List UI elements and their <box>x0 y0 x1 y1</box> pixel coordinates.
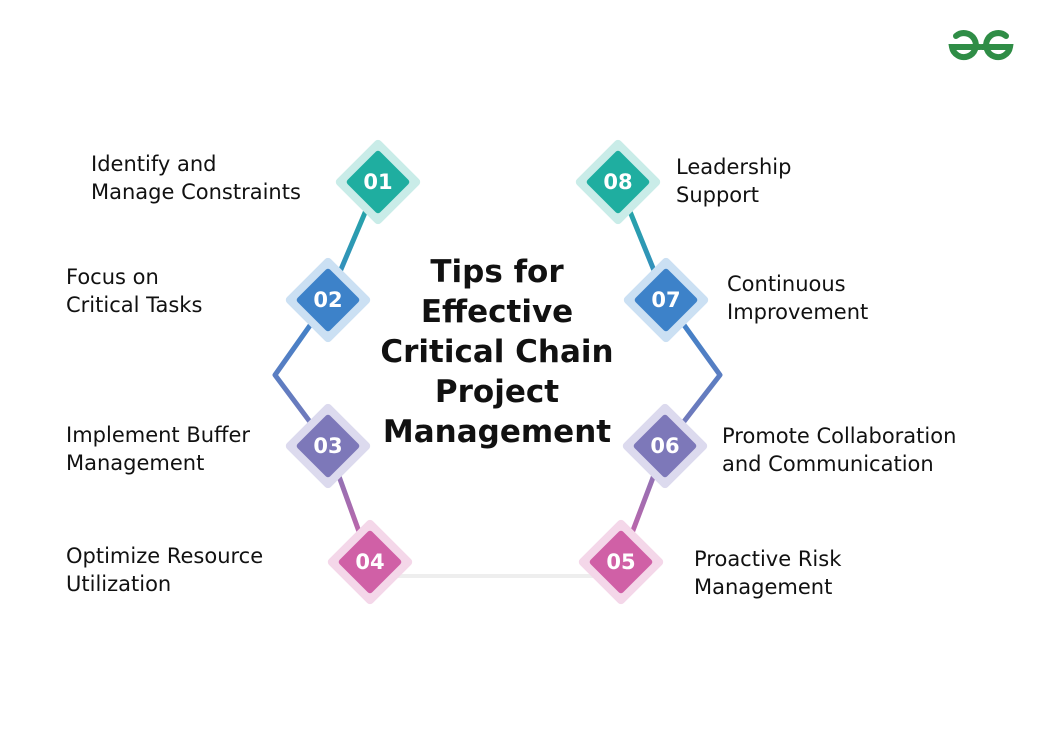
step-label-04: Optimize Resource Utilization <box>66 542 263 598</box>
step-label-line: Management <box>694 575 833 599</box>
right-connector <box>615 179 723 565</box>
step-node-04: 04 <box>320 512 420 612</box>
step-number: 06 <box>650 434 680 458</box>
title-line: Project <box>434 374 560 410</box>
step-label-07: Continuous Improvement <box>727 270 868 326</box>
step-label-line: Improvement <box>727 300 869 324</box>
step-label-line: Focus on <box>66 265 159 289</box>
step-number: 03 <box>313 434 343 458</box>
gfg-logo-icon <box>948 30 1014 61</box>
step-label-line: Leadership <box>676 155 792 179</box>
step-label-line: Identify and <box>91 152 217 176</box>
title-line: Tips for <box>430 254 564 290</box>
step-label-line: Utilization <box>66 572 172 596</box>
diagram-title: Tips for Effective Critical Chain Projec… <box>352 252 642 452</box>
step-label-line: Manage Constraints <box>91 180 301 204</box>
title-line: Management <box>382 414 612 450</box>
step-label-03: Implement Buffer Management <box>66 421 250 477</box>
step-node-05: 05 <box>571 512 671 612</box>
step-number: 05 <box>606 550 636 574</box>
title-line: Critical Chain <box>380 334 614 370</box>
step-label-06: Promote Collaboration and Communication <box>722 422 956 478</box>
step-label-line: Optimize Resource <box>66 544 264 568</box>
step-number: 01 <box>363 170 393 194</box>
step-label-line: Proactive Risk <box>694 547 842 571</box>
title-line: Effective <box>420 294 574 330</box>
step-number: 07 <box>651 288 681 312</box>
step-label-01: Identify and Manage Constraints <box>91 150 301 206</box>
step-label-08: Leadership Support <box>676 153 791 209</box>
step-label-02: Focus on Critical Tasks <box>66 263 202 319</box>
left-connector <box>272 179 381 565</box>
step-label-line: Management <box>66 451 205 475</box>
step-number: 08 <box>603 170 633 194</box>
step-label-line: Critical Tasks <box>66 293 203 317</box>
step-number: 04 <box>355 550 385 574</box>
step-label-line: Support <box>676 183 760 207</box>
step-label-line: Promote Collaboration <box>722 424 957 448</box>
step-node-02: 02 <box>278 250 378 350</box>
step-number: 02 <box>313 288 343 312</box>
step-node-08: 08 <box>568 132 668 232</box>
step-label-05: Proactive Risk Management <box>694 545 841 601</box>
step-label-line: Continuous <box>727 272 846 296</box>
step-node-01: 01 <box>328 132 428 232</box>
step-label-line: and Communication <box>722 452 934 476</box>
step-label-line: Implement Buffer <box>66 423 251 447</box>
step-node-03: 03 <box>278 396 378 496</box>
step-node-06: 06 <box>615 396 715 496</box>
step-node-07: 07 <box>616 250 716 350</box>
